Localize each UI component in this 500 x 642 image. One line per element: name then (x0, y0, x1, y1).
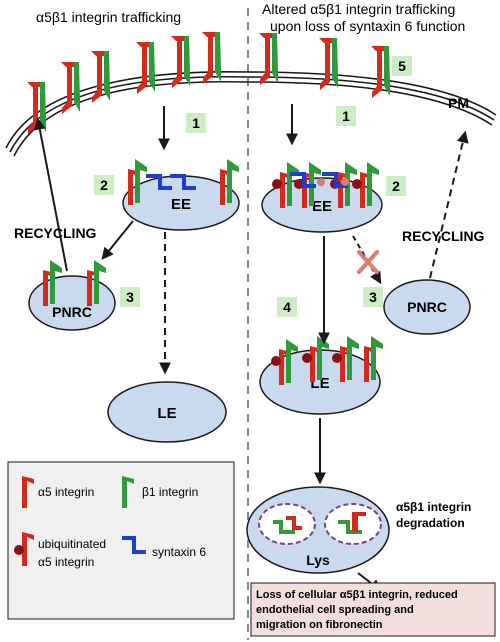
right-le-label: LE (310, 375, 329, 392)
right-syntaxin6 (290, 172, 349, 188)
left-ee-label: EE (171, 196, 191, 213)
right-step-4: 4 (277, 297, 297, 317)
legend-stx6-label: syntaxin 6 (152, 545, 206, 559)
right-step-5: 5 (392, 56, 412, 76)
svg-text:2: 2 (392, 178, 400, 194)
legend-b1-symbol (122, 476, 134, 508)
outcome-line3: migration on fibronectin (256, 619, 383, 631)
left-title: α5β1 integrin trafficking (36, 9, 181, 25)
svg-text:5: 5 (398, 58, 406, 74)
outcome-box: Loss of cellular α5β1 integrin, reduced … (250, 582, 496, 637)
legend-ubq-line2: α5 integrin (38, 555, 94, 569)
left-pnrc (28, 275, 116, 331)
right-recycling-label: RECYCLING (402, 228, 485, 244)
left-late-endosome (107, 381, 227, 443)
pm-label: PM (448, 95, 469, 111)
right-pnrc-label: PNRC (407, 299, 447, 315)
right-step-3: 3 (363, 287, 383, 307)
left-le-label: LE (157, 405, 176, 422)
right-pnrc (383, 279, 471, 335)
svg-text:1: 1 (342, 108, 350, 124)
legend-ubq-ball (14, 545, 24, 555)
svg-text:2: 2 (100, 177, 108, 193)
right-title-line2: upon loss of syntaxin 6 function (270, 18, 465, 34)
left-step-2: 2 (94, 175, 114, 195)
svg-text:3: 3 (126, 289, 134, 305)
right-ee-label: EE (312, 198, 332, 215)
right-title-line1: Altered α5β1 integrin trafficking (262, 1, 455, 17)
lys-vesicles (258, 503, 382, 545)
left-recycling-label: RECYCLING (14, 225, 97, 241)
right-lys-label: Lys (306, 552, 330, 568)
legend: α5 integrin β1 integrin ubiquitinated α5… (7, 461, 235, 620)
legend-stx6-symbol (122, 536, 146, 554)
legend-ubq-symbol (22, 532, 34, 566)
legend-a5-label: α5 integrin (38, 485, 94, 499)
right-step-2: 2 (386, 176, 406, 196)
svg-text:1: 1 (192, 115, 200, 131)
left-step-1: 1 (186, 113, 206, 133)
legend-b1-label: β1 integrin (142, 485, 198, 499)
legend-ubq-line1: ubiquitinated (38, 537, 106, 551)
pm-integrins (27, 32, 390, 134)
outcome-line1: Loss of cellular α5β1 integrin, reduced (256, 589, 458, 601)
svg-text:3: 3 (369, 289, 377, 305)
left-step-3: 3 (120, 287, 140, 307)
left-arrows (33, 106, 171, 375)
svg-text:4: 4 (283, 299, 291, 315)
right-step-1: 1 (336, 106, 356, 126)
left-pnrc-label: PNRC (52, 304, 92, 320)
degradation-line2: degradation (396, 516, 465, 530)
blocked-recycling-icon (357, 250, 379, 274)
legend-a5-symbol (22, 476, 34, 508)
degradation-line1: α5β1 integrin (396, 500, 471, 514)
left-syntaxin6 (146, 174, 196, 190)
outcome-line2: endothelial cell spreading and (256, 604, 414, 616)
